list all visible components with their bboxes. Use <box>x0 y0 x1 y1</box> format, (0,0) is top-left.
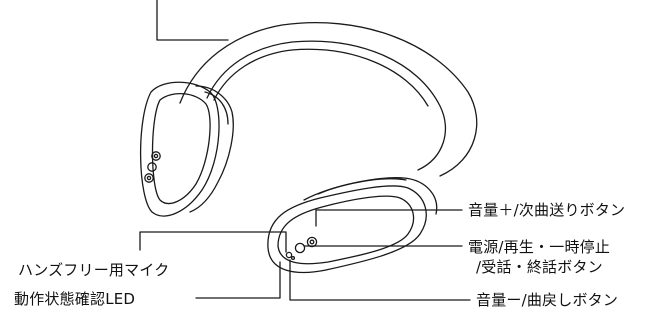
leader-status-led <box>195 261 281 299</box>
leader-handsfree-mic <box>139 231 287 253</box>
left-module-side-inner <box>204 91 229 125</box>
handsfree-mic-hole <box>285 251 293 259</box>
neckband-outer-edge <box>179 21 478 177</box>
right-module-top-edge <box>303 177 438 215</box>
label-power-line2: /受話・終話ボタン <box>476 258 603 276</box>
label-volume-up: 音量＋/次曲送りボタン <box>468 201 626 219</box>
label-handsfree-mic: ハンズフリー用マイク <box>18 261 170 279</box>
leader-top <box>156 0 229 41</box>
neckband-inner-highlight <box>213 48 429 107</box>
left-button-top <box>151 151 161 161</box>
label-power-line1: 電源/再生・一時停止 <box>468 238 611 256</box>
power-button <box>294 242 306 254</box>
leader-volume-down <box>289 259 471 301</box>
left-button-middle <box>147 162 157 172</box>
neckband-inner-edge <box>206 40 447 171</box>
label-volume-down: 音量ー/曲戻しボタン <box>476 291 619 309</box>
right-module-inner <box>277 195 415 265</box>
right-module-outline <box>267 185 427 274</box>
label-status-led: 動作状態確認LED <box>14 290 136 308</box>
status-led <box>290 255 296 261</box>
left-module-inner <box>151 93 211 205</box>
left-button-bottom <box>144 173 154 183</box>
right-module-top-edge-inner <box>317 178 407 195</box>
left-module-side <box>189 85 234 213</box>
volume-up-button <box>306 236 318 248</box>
leader-volume-up <box>315 209 463 227</box>
